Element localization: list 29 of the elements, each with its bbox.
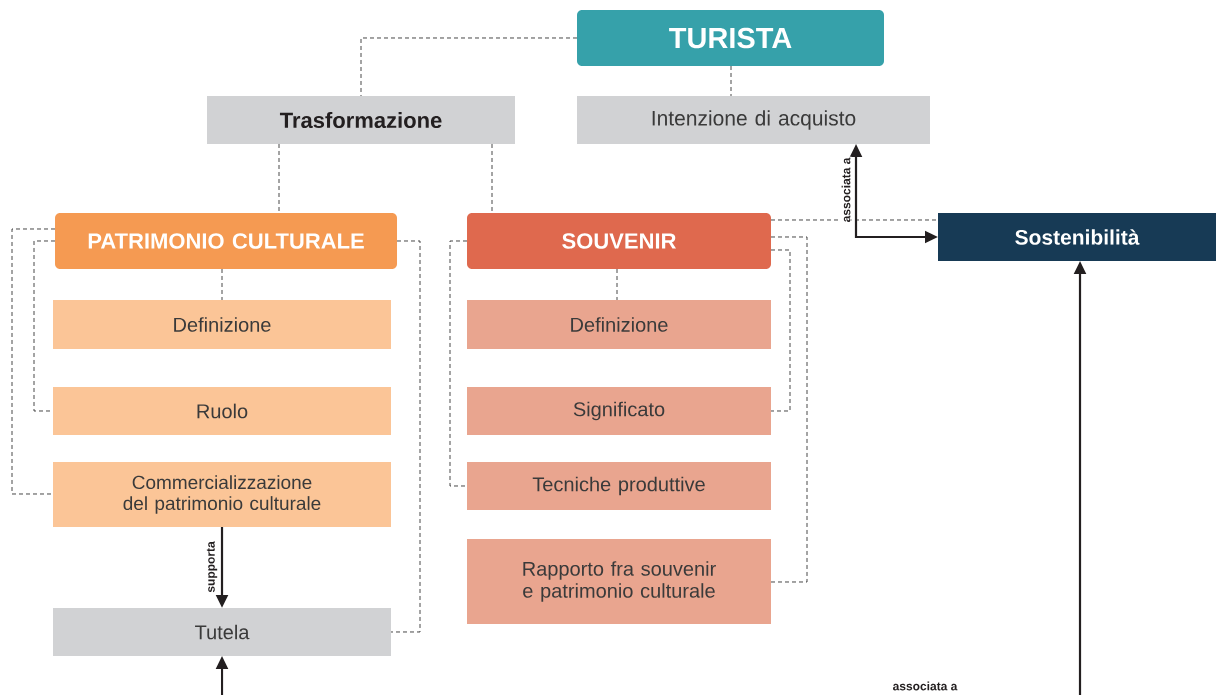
heading-box: PATRIMONIO CULTURALE — [55, 213, 397, 269]
dashed-connector — [278, 143, 280, 214]
topic-box: Significato — [467, 387, 771, 435]
dashed-connector — [770, 249, 791, 412]
dashed-connector — [11, 228, 56, 495]
topic-box: Ruolo — [53, 387, 391, 435]
dashed-connector — [33, 240, 56, 412]
dashed-connector — [491, 143, 493, 214]
dashed-connector — [730, 65, 732, 97]
dashed-connector — [770, 236, 808, 583]
topic-box: Commercializzazione del patrimonio culturale — [53, 462, 391, 527]
heading-box: Sostenibilità — [938, 213, 1216, 261]
topic-box: Tutela — [53, 608, 391, 656]
topic-box: Tecniche produttive — [467, 462, 771, 510]
dashed-connector — [616, 268, 618, 301]
dashed-connector — [390, 240, 421, 633]
topic-box: Rapporto fra souvenir e patrimonio culturale — [467, 539, 771, 624]
dashed-connector — [449, 240, 468, 487]
topic-box: Definizione — [467, 300, 771, 349]
heading-box: SOUVENIR — [467, 213, 771, 269]
topic-box: Definizione — [53, 300, 391, 349]
edge-label: supporta — [205, 540, 219, 594]
dashed-connector — [221, 268, 223, 301]
heading-box: TURISTA — [577, 10, 884, 66]
note-label: associata a — [893, 681, 958, 691]
edge-label: associata a — [840, 156, 852, 224]
dashed-connector — [360, 37, 578, 97]
category-box: Trasformazione — [207, 96, 515, 144]
category-box: Intenzione di acquisto — [577, 96, 930, 144]
